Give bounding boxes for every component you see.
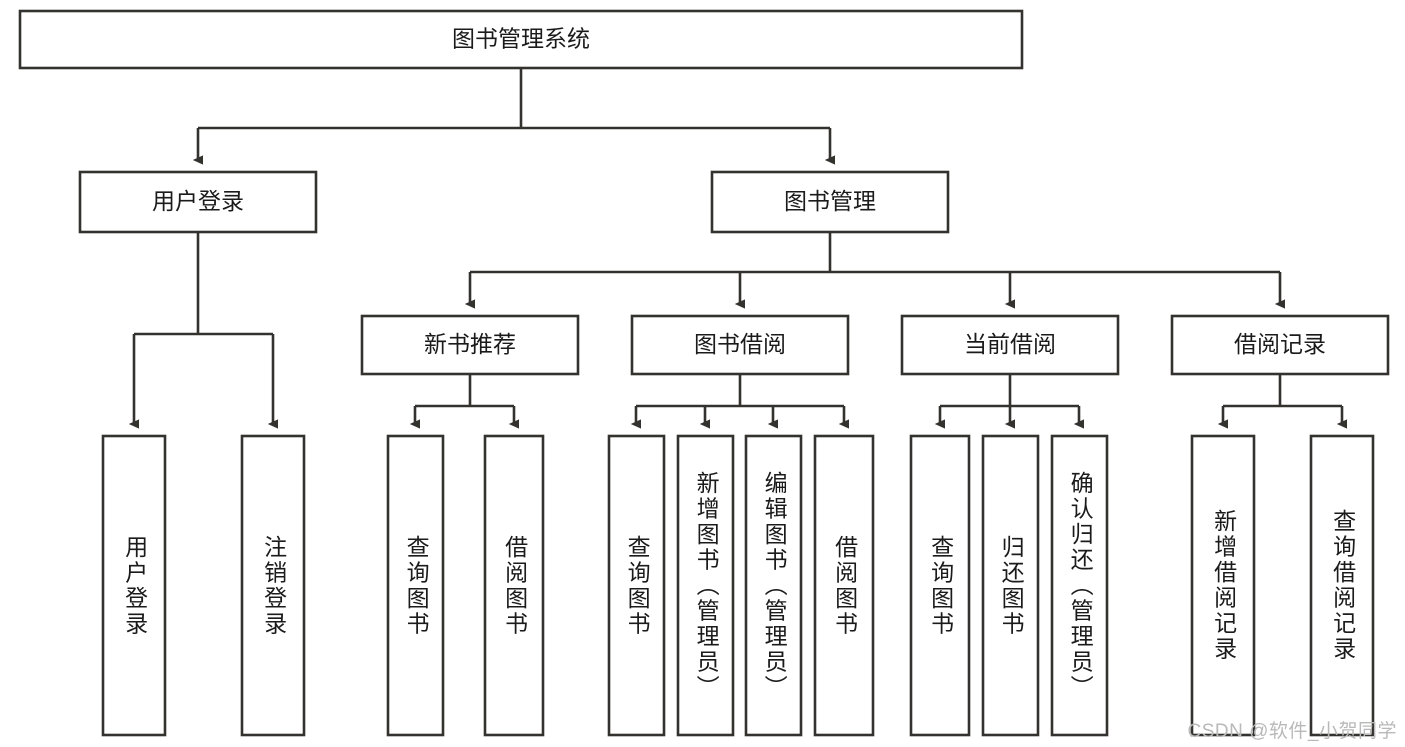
node-box-leaf-borrow-book-2[interactable] — [813, 434, 875, 737]
node-label-book-borrow: 图书借阅 — [694, 331, 786, 357]
connector-group-new-book-rec — [409, 374, 520, 429]
connector-group-book-manage — [464, 232, 1286, 309]
node-box-leaf-user-login[interactable] — [101, 434, 167, 737]
connector-group-user-login — [128, 232, 279, 429]
node-box-leaf-add-record[interactable] — [1190, 434, 1256, 737]
node-label-current-borrow: 当前借阅 — [964, 331, 1056, 357]
node-label-user-login: 用户登录 — [152, 188, 244, 214]
node-label-new-book-rec: 新书推荐 — [424, 331, 516, 357]
node-box-leaf-query-book-1[interactable] — [386, 434, 445, 737]
node-box-leaf-borrow-book-1[interactable] — [483, 434, 545, 737]
node-box-leaf-query-book-2[interactable] — [607, 434, 666, 737]
connector-group-borrow-record — [1217, 374, 1348, 429]
node-box-current-borrow[interactable] — [900, 314, 1120, 376]
connector-group-book-borrow — [630, 374, 850, 429]
node-box-leaf-query-record[interactable] — [1309, 434, 1375, 737]
node-boxes-layer — [18, 9, 1390, 737]
node-box-leaf-return-book[interactable] — [981, 434, 1040, 737]
node-box-root[interactable] — [18, 9, 1024, 70]
node-box-leaf-query-book-3[interactable] — [909, 434, 971, 737]
node-box-leaf-edit-book[interactable] — [744, 434, 803, 737]
connector-group-root — [192, 68, 836, 165]
node-label-root: 图书管理系统 — [452, 26, 590, 52]
node-box-book-borrow[interactable] — [630, 314, 850, 376]
node-label-book-manage: 图书管理 — [784, 188, 876, 214]
node-box-leaf-add-book[interactable] — [676, 434, 735, 737]
node-box-leaf-confirm-return[interactable] — [1050, 434, 1109, 737]
node-box-book-manage[interactable] — [710, 170, 950, 234]
node-box-user-login[interactable] — [78, 170, 318, 234]
node-box-new-book-rec[interactable] — [360, 314, 580, 376]
csdn-watermark: CSDN @软件_小贺同学 — [1187, 721, 1397, 742]
connector-group-current-borrow — [934, 374, 1085, 429]
node-label-borrow-record: 借阅记录 — [1234, 331, 1326, 357]
node-box-borrow-record[interactable] — [1170, 314, 1390, 376]
node-box-leaf-user-logout[interactable] — [240, 434, 306, 737]
